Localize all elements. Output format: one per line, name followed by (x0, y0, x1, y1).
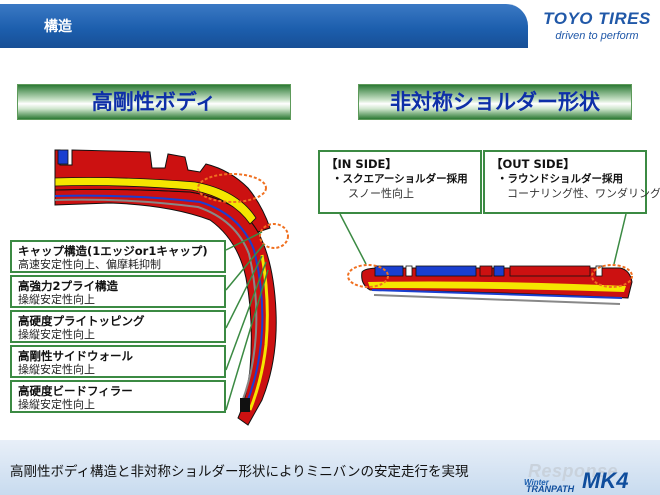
header: 構造 TOYO TIRES driven to perform (0, 0, 660, 52)
leader-line-2 (225, 243, 265, 291)
brand-name: TOYO TIRES (543, 9, 651, 28)
section-title-right: 非対称ショルダー形状 (358, 84, 632, 120)
out-side-title: 【OUT SIDE】 (491, 157, 575, 171)
out-side-box: 【OUT SIDE】 ・ラウンドショルダー採用 コーナリング性、ワンダリング性 (483, 150, 660, 214)
tire-yellow-belt (54, 177, 257, 225)
highlight-oval-shoulder (197, 173, 267, 203)
tread-profile-yellow (368, 281, 626, 292)
feature-title: 高硬度プライトッピング (18, 314, 145, 328)
in-side-box: 【IN SIDE】 ・スクエアーショルダー採用 スノー性向上 (318, 150, 482, 214)
tire-inner-liner (54, 198, 258, 403)
out-side-line1: ・ラウンドショルダー採用 (497, 173, 623, 185)
feature-desc: 操縦安定性向上 (18, 328, 95, 341)
leader-line-1 (225, 231, 263, 251)
response-watermark: Response (528, 461, 619, 481)
leader-line-5 (225, 269, 269, 411)
feature-desc: 操縦安定性向上 (18, 363, 95, 376)
product-winter-label: Winter (524, 478, 549, 487)
leader-line-4 (225, 261, 267, 371)
footer-summary: 高剛性ボディ構造と非対称ショルダー形状によりミニバンの安定走行を実現 (10, 464, 469, 480)
feature-desc: 高速安定性向上、偏摩耗抑制 (18, 258, 161, 271)
in-side-line1: ・スクエアーショルダー採用 (332, 173, 468, 185)
in-side-line2: スノー性向上 (348, 187, 414, 200)
header-band (0, 4, 528, 48)
tire-cross-section (54, 149, 289, 426)
tire-ply-line (54, 194, 264, 406)
feature-desc: 操縦安定性向上 (18, 293, 95, 306)
tire-bead (240, 398, 250, 412)
feature-list: キャップ構造(1エッジor1キャップ) 高速安定性向上、偏摩耗抑制 高強力2プラ… (10, 240, 226, 415)
highlight-oval-side (259, 223, 289, 249)
section-title-left: 高剛性ボディ (17, 84, 291, 120)
tread-profile (339, 213, 633, 305)
leader-line-3 (225, 255, 263, 329)
tread-block-blue-3 (493, 265, 505, 277)
product-name-label: TRANPATH (526, 484, 575, 494)
feature-desc: 操縦安定性向上 (18, 398, 95, 411)
tread-groove-2 (595, 265, 603, 277)
slide-title: 構造 (44, 19, 72, 35)
tire-blue-cap (57, 149, 69, 165)
tread-profile-liner (373, 294, 621, 305)
feature-bead-filler: 高硬度ビードフィラー 操縦安定性向上 (10, 380, 226, 413)
feature-ply-topping: 高硬度プライトッピング 操縦安定性向上 (10, 310, 226, 343)
feature-title: キャップ構造(1エッジor1キャップ) (18, 244, 208, 258)
product-model-label: MK4 (582, 468, 629, 493)
in-side-title: 【IN SIDE】 (326, 157, 397, 171)
feature-title: 高剛性サイドウォール (18, 349, 133, 363)
feature-sidewall: 高剛性サイドウォール 操縦安定性向上 (10, 345, 226, 378)
feature-two-ply: 高強力2プライ構造 操縦安定性向上 (10, 275, 226, 308)
tire-tread (54, 149, 271, 233)
tread-block-red-1 (479, 265, 493, 277)
tread-block-red-2 (509, 265, 591, 277)
tread-profile-ply (371, 289, 623, 299)
toyo-tires-logo: TOYO TIRES driven to perform (538, 9, 656, 42)
footer: 高剛性ボディ構造と非対称ショルダー形状によりミニバンの安定走行を実現 (0, 440, 660, 495)
highlight-oval-out-side (591, 264, 633, 288)
leader-line-out-side (613, 213, 627, 265)
feature-cap-structure: キャップ構造(1エッジor1キャップ) 高速安定性向上、偏摩耗抑制 (10, 240, 226, 273)
tread-block-blue-2 (415, 265, 477, 277)
highlight-oval-in-side (347, 264, 389, 288)
leader-line-in-side (339, 213, 367, 265)
tread-groove-1 (405, 265, 413, 277)
brand-tagline: driven to perform (555, 30, 639, 42)
out-side-line2: コーナリング性、ワンダリング性 (507, 187, 660, 200)
feature-title: 高硬度ビードフィラー (18, 384, 133, 398)
feature-title: 高強力2プライ構造 (18, 279, 119, 293)
